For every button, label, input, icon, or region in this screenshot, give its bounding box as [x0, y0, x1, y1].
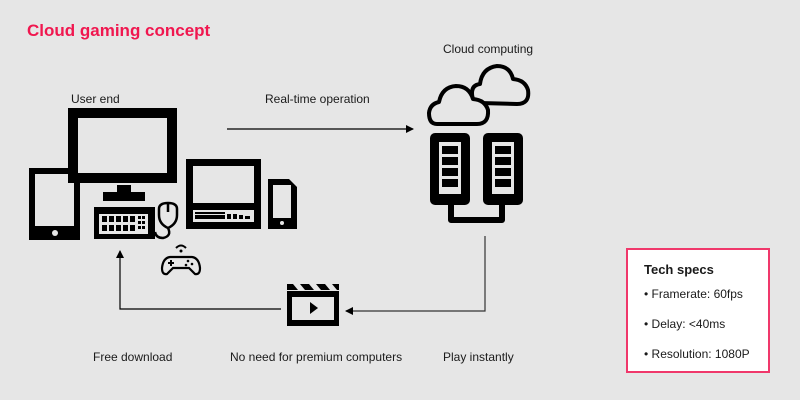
gamepad-icon [160, 244, 202, 276]
tech-specs-box: Tech specs Framerate: 60fps Delay: <40ms… [626, 248, 770, 373]
user-end-label: User end [71, 92, 120, 106]
keyboard-icon [94, 207, 155, 239]
desktop-monitor-icon [68, 108, 177, 201]
server-icon [430, 133, 523, 223]
realtime-operation-label: Real-time operation [265, 92, 370, 106]
smartphone-icon [268, 179, 297, 229]
edge-cloud-to-video [345, 236, 486, 315]
free-download-label: Free download [93, 350, 173, 364]
mouse-icon [153, 201, 179, 240]
edge-video-to-user [116, 250, 281, 310]
spec-item-resolution: Resolution: 1080P [644, 347, 768, 361]
diagram-title: Cloud gaming concept [27, 21, 211, 40]
tech-specs-title: Tech specs [644, 262, 714, 277]
spec-item-framerate: Framerate: 60fps [644, 287, 768, 301]
cloud-icon [427, 64, 531, 126]
play-instantly-label: Play instantly [443, 350, 514, 364]
laptop-icon [186, 159, 261, 229]
no-premium-label: No need for premium computers [230, 350, 403, 364]
cloud-computing-label: Cloud computing [443, 42, 534, 56]
video-clapperboard-icon [287, 284, 339, 326]
spec-item-delay: Delay: <40ms [644, 317, 768, 331]
